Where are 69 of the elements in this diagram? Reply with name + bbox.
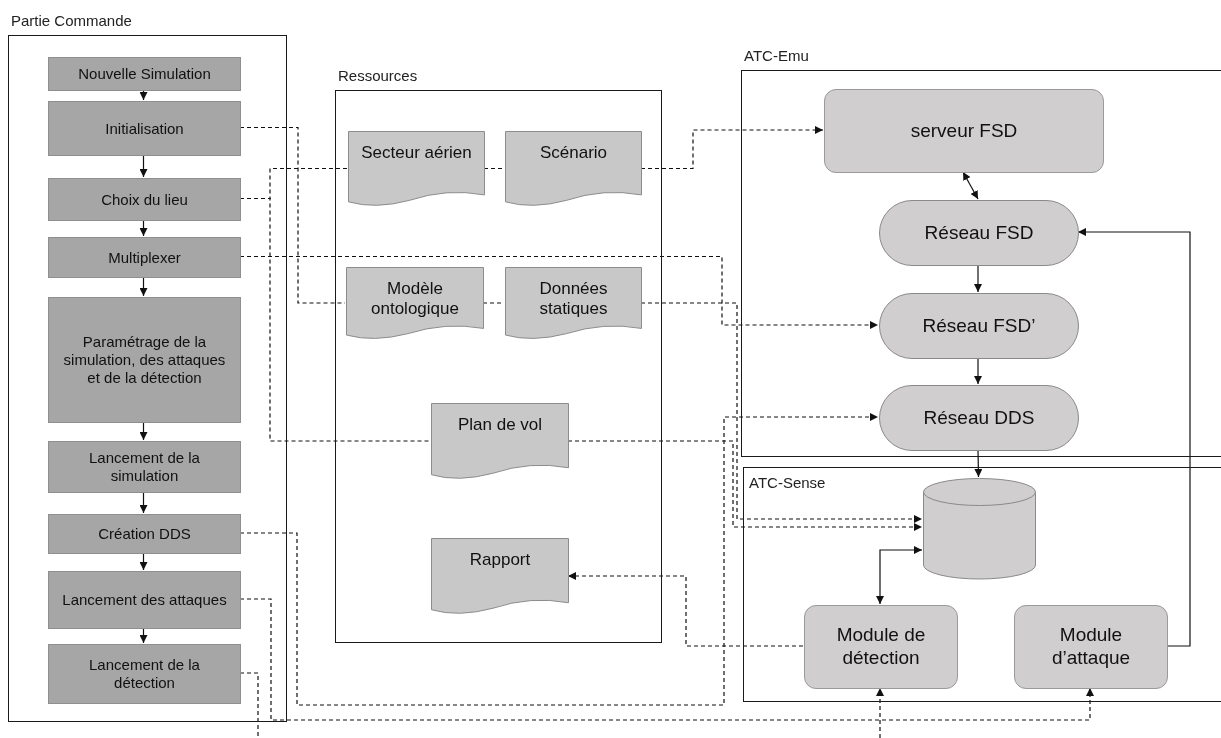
node-text: Secteur aérien	[360, 143, 473, 164]
node-text: Modèle ontologique	[370, 279, 460, 320]
node-text: Scénario	[538, 143, 609, 164]
process-box	[48, 297, 241, 423]
node-text: Réseau FSD	[923, 221, 1035, 245]
arrow	[139, 552, 148, 571]
container-heading: Ressources	[338, 67, 418, 85]
container-heading: ATC-Emu	[744, 47, 809, 65]
document-shape	[348, 131, 485, 208]
node-text: Lancement de la simulation	[88, 449, 201, 485]
node-text: Lancement des attaques	[61, 591, 228, 609]
node-text: Module de détection	[835, 624, 927, 670]
node-text: Données statiques	[538, 279, 609, 320]
arrow	[962, 171, 979, 200]
rounded-box	[1014, 605, 1168, 689]
process-box	[48, 101, 241, 156]
process-box	[48, 571, 241, 629]
container-heading: Partie Commande	[11, 12, 132, 30]
arrow	[139, 627, 148, 644]
node-text: Paramétrage de la simulation, des attaques et de la détection	[62, 333, 227, 387]
arrow	[139, 276, 148, 297]
document-shape	[505, 131, 642, 208]
connector-line	[239, 672, 259, 738]
arrow	[139, 154, 148, 178]
arrow	[974, 449, 983, 478]
process-box	[48, 441, 241, 493]
node-text: Choix du lieu	[100, 190, 189, 209]
node-text: Lancement de la détection	[88, 656, 201, 692]
arrow	[876, 546, 923, 605]
arrow	[139, 491, 148, 514]
arrow	[876, 687, 884, 738]
arrow	[139, 89, 148, 101]
container-frame	[743, 467, 1221, 702]
arrow	[139, 421, 148, 441]
arrow	[974, 264, 982, 293]
connector-line	[483, 167, 505, 170]
rounded-box	[824, 89, 1104, 173]
document-shape	[431, 403, 569, 481]
process-box	[48, 57, 241, 91]
arrow	[239, 598, 1094, 721]
process-box	[48, 514, 241, 554]
container-heading: ATC-Sense	[749, 474, 826, 492]
node-text: Création DDS	[97, 525, 192, 543]
process-box	[48, 644, 241, 704]
rounded-box	[804, 605, 958, 689]
node-text: serveur FSD	[909, 119, 1019, 143]
arrow	[139, 219, 148, 237]
arrow	[640, 126, 824, 170]
arrow	[239, 413, 879, 706]
node-text: Réseau FSD’	[921, 314, 1037, 338]
arrow	[567, 572, 804, 647]
document-shape	[505, 267, 642, 341]
node-text: Réseau DDS	[922, 406, 1036, 430]
arrow	[239, 255, 879, 329]
arrow	[640, 302, 923, 523]
arrow	[567, 440, 923, 531]
node-text: Multiplexer	[107, 248, 182, 267]
process-box	[48, 178, 241, 221]
node-text: Initialisation	[104, 119, 185, 138]
node-text: Module d’attaque	[1050, 624, 1132, 670]
document-shape	[346, 267, 484, 341]
node-text: Rapport	[468, 550, 532, 571]
arrow	[1077, 228, 1191, 647]
database-cylinder	[923, 478, 1036, 579]
arrow	[974, 357, 982, 385]
document-shape	[431, 538, 569, 616]
process-box	[48, 237, 241, 278]
node-text: Plan de vol	[456, 415, 544, 436]
node-text: Nouvelle Simulation	[77, 65, 212, 83]
